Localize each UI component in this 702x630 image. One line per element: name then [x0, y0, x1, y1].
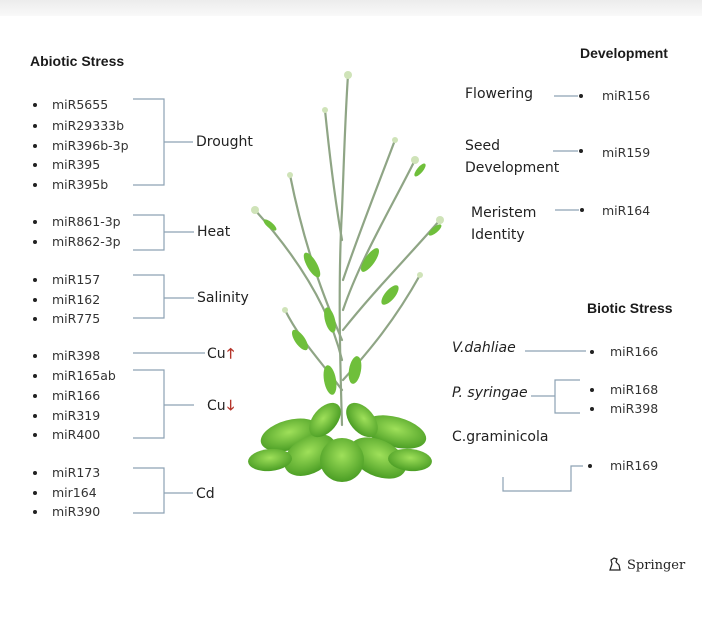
cgraminicola-label: C.graminicola: [452, 429, 549, 445]
bullet: [33, 433, 37, 437]
bullet: [580, 208, 584, 212]
bullet: [33, 124, 37, 128]
mirna-item: miR166: [52, 388, 101, 403]
mirna-item: miR862-3p: [52, 234, 121, 249]
bullet: [590, 388, 594, 392]
cd-label: Cd: [196, 486, 215, 502]
plant-flower-tips: [251, 71, 444, 313]
bullet: [33, 374, 37, 378]
cu-down-label: Cu: [207, 398, 226, 414]
cu-down-bracket: [133, 369, 165, 439]
mirna-item: miR775: [52, 311, 101, 326]
top-shadow-bar: [0, 0, 702, 16]
biotic-stress-heading: Biotic Stress: [587, 300, 673, 316]
arrow-up-icon: 🡑: [227, 346, 235, 362]
arrow-down-icon: 🡓: [227, 398, 235, 414]
springer-horse-icon: [607, 556, 623, 576]
mirna-item: miR166: [610, 344, 659, 359]
mirna-item: miR162: [52, 292, 101, 307]
bullet: [33, 471, 37, 475]
bullet: [33, 163, 37, 167]
bullet: [590, 407, 594, 411]
plant-rosette-leaves: [248, 402, 432, 482]
mirna-item: mir164: [52, 485, 97, 500]
meristem-label-line2: Identity: [471, 227, 525, 243]
publisher-logo: Springer: [607, 556, 685, 576]
bullet: [33, 183, 37, 187]
salinity-label: Salinity: [197, 290, 249, 306]
heat-bracket: [133, 214, 165, 251]
mirna-item: miR156: [602, 88, 651, 103]
development-heading: Development: [580, 45, 668, 61]
plant-stems: [253, 73, 442, 427]
seed-label-line1: Seed: [465, 138, 500, 154]
mirna-item: miR164: [602, 203, 651, 218]
bullet: [33, 240, 37, 244]
cgraminicola-connector: [502, 465, 583, 492]
bullet: [588, 464, 592, 468]
drought-label: Drought: [196, 134, 253, 150]
mirna-item: miR165ab: [52, 368, 116, 383]
mirna-item: miR395: [52, 157, 101, 172]
heat-label: Heat: [197, 224, 231, 240]
psyringae-bracket: [554, 379, 580, 414]
publisher-name: Springer: [627, 558, 686, 573]
mirna-item: miR5655: [52, 97, 109, 112]
mirna-item: miR390: [52, 504, 101, 519]
mirna-item: miR159: [602, 145, 651, 160]
bullet: [33, 354, 37, 358]
bullet: [33, 317, 37, 321]
drought-bracket: [133, 98, 165, 186]
psyringae-label: P. syringae: [452, 385, 528, 401]
bullet: [579, 149, 583, 153]
mirna-item: miR29333b: [52, 118, 125, 133]
salinity-bracket: [133, 274, 165, 319]
bullet: [590, 350, 594, 354]
vdahliae-label: V.dahliae: [452, 340, 516, 356]
bullet: [33, 491, 37, 495]
meristem-label-line1: Meristem: [471, 205, 537, 221]
bullet: [33, 220, 37, 224]
arabidopsis-plant-illustration: [248, 71, 444, 482]
cd-bracket: [133, 467, 165, 514]
bullet: [33, 298, 37, 302]
mirna-item: miR168: [610, 382, 659, 397]
mirna-item: miR173: [52, 465, 101, 480]
abiotic-stress-heading: Abiotic Stress: [30, 53, 125, 69]
bullet: [33, 144, 37, 148]
bullet: [579, 94, 583, 98]
bullet: [33, 414, 37, 418]
mirna-item: miR319: [52, 408, 101, 423]
mirna-item: miR398: [610, 401, 659, 416]
bullet: [33, 510, 37, 514]
plant-stem-leaves: [263, 163, 442, 395]
bullet: [33, 278, 37, 282]
mirna-item: miR169: [610, 458, 659, 473]
seed-label-line2: Development: [465, 160, 560, 176]
mirna-item: miR396b-3p: [52, 138, 129, 153]
bullet: [33, 394, 37, 398]
flowering-label: Flowering: [465, 86, 533, 102]
mirna-item: miR157: [52, 272, 101, 287]
mirna-item: miR395b: [52, 177, 109, 192]
mirna-item: miR398: [52, 348, 101, 363]
bullet: [33, 103, 37, 107]
mirna-item: miR861-3p: [52, 214, 121, 229]
mirna-item: miR400: [52, 427, 101, 442]
cu-up-label: Cu: [207, 346, 226, 362]
